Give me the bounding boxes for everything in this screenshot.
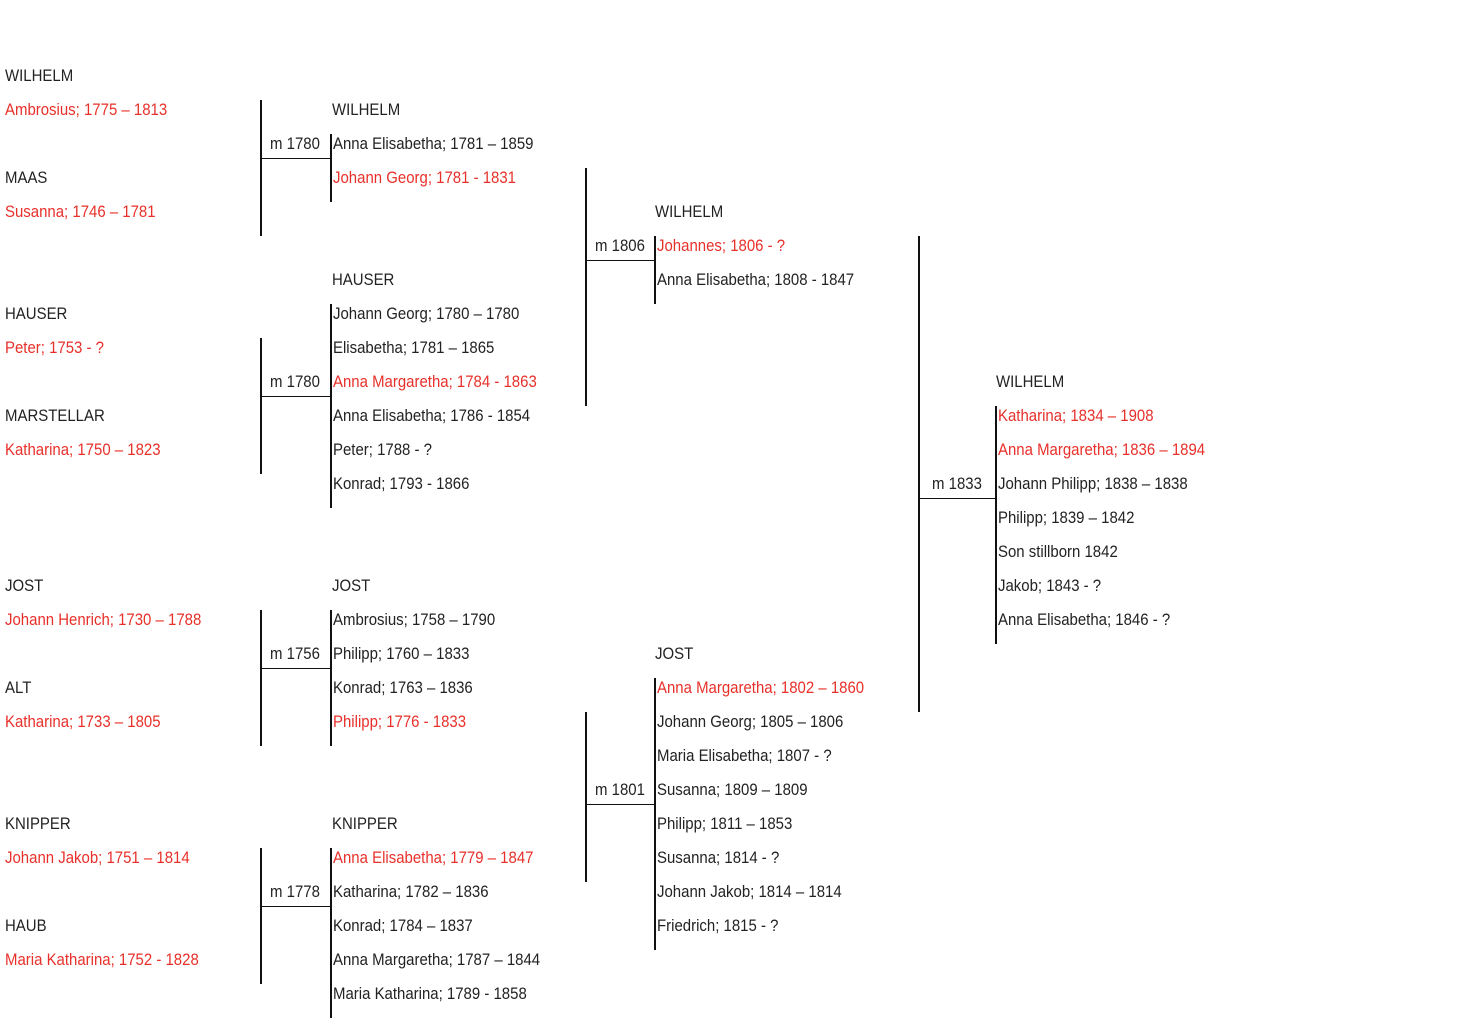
children-line bbox=[654, 236, 656, 304]
marriage-year-label: m 1780 bbox=[270, 134, 320, 153]
child-label: Konrad; 1784 – 1837 bbox=[333, 916, 473, 935]
marriage-connector-line bbox=[260, 396, 332, 397]
child-label: Elisabetha; 1781 – 1865 bbox=[333, 338, 495, 357]
child-label: Anna Margaretha; 1802 – 1860 bbox=[657, 678, 865, 697]
couple-bracket-line bbox=[260, 848, 262, 984]
child-label: Philipp; 1811 – 1853 bbox=[657, 814, 793, 833]
couple-bracket-line bbox=[918, 236, 920, 712]
surname-label: KNIPPER bbox=[5, 814, 71, 833]
child-label: Anna Elisabetha; 1846 - ? bbox=[998, 610, 1171, 629]
couple-bracket-line bbox=[260, 610, 262, 746]
child-label: Anna Elisabetha; 1781 – 1859 bbox=[333, 134, 534, 153]
marriage-connector-line bbox=[260, 906, 332, 907]
person-label: Johann Henrich; 1730 – 1788 bbox=[5, 610, 202, 629]
child-label: Anna Margaretha; 1787 – 1844 bbox=[333, 950, 541, 969]
child-label: Johannes; 1806 - ? bbox=[657, 236, 786, 255]
child-label: Anna Margaretha; 1784 - 1863 bbox=[333, 372, 537, 391]
child-label: Maria Elisabetha; 1807 - ? bbox=[657, 746, 832, 765]
family-surname-label: WILHELM bbox=[996, 372, 1065, 391]
family-surname-label: WILHELM bbox=[332, 100, 401, 119]
child-label: Jakob; 1843 - ? bbox=[998, 576, 1102, 595]
child-label: Susanna; 1814 - ? bbox=[657, 848, 780, 867]
person-label: Katharina; 1733 – 1805 bbox=[5, 712, 161, 731]
family-surname-label: JOST bbox=[655, 644, 694, 663]
child-label: Susanna; 1809 – 1809 bbox=[657, 780, 808, 799]
child-label: Son stillborn 1842 bbox=[998, 542, 1118, 561]
marriage-connector-line bbox=[260, 158, 332, 159]
marriage-year-label: m 1778 bbox=[270, 882, 320, 901]
child-label: Friedrich; 1815 - ? bbox=[657, 916, 779, 935]
person-label: Johann Jakob; 1751 – 1814 bbox=[5, 848, 190, 867]
family-surname-label: WILHELM bbox=[655, 202, 724, 221]
child-label: Philipp; 1760 – 1833 bbox=[333, 644, 470, 663]
child-label: Johann Georg; 1780 – 1780 bbox=[333, 304, 520, 323]
marriage-year-label: m 1780 bbox=[270, 372, 320, 391]
child-label: Ambrosius; 1758 – 1790 bbox=[333, 610, 496, 629]
surname-label: JOST bbox=[5, 576, 44, 595]
person-label: Maria Katharina; 1752 - 1828 bbox=[5, 950, 199, 969]
child-label: Konrad; 1793 - 1866 bbox=[333, 474, 470, 493]
marriage-connector-line bbox=[585, 260, 656, 261]
children-line bbox=[330, 304, 332, 508]
child-label: Johann Georg; 1781 - 1831 bbox=[333, 168, 516, 187]
person-label: Susanna; 1746 – 1781 bbox=[5, 202, 156, 221]
child-label: Katharina; 1834 – 1908 bbox=[998, 406, 1154, 425]
marriage-year-label: m 1756 bbox=[270, 644, 320, 663]
child-label: Johann Philipp; 1838 – 1838 bbox=[998, 474, 1188, 493]
child-label: Katharina; 1782 – 1836 bbox=[333, 882, 489, 901]
surname-label: HAUB bbox=[5, 916, 47, 935]
child-label: Anna Elisabetha; 1808 - 1847 bbox=[657, 270, 855, 289]
surname-label: WILHELM bbox=[5, 66, 74, 85]
child-label: Philipp; 1839 – 1842 bbox=[998, 508, 1135, 527]
child-label: Johann Georg; 1805 – 1806 bbox=[657, 712, 844, 731]
family-surname-label: KNIPPER bbox=[332, 814, 398, 833]
marriage-connector-line bbox=[260, 668, 332, 669]
marriage-connector-line bbox=[918, 498, 997, 499]
surname-label: MARSTELLAR bbox=[5, 406, 105, 425]
child-label: Anna Margaretha; 1836 – 1894 bbox=[998, 440, 1206, 459]
surname-label: HAUSER bbox=[5, 304, 68, 323]
child-label: Peter; 1788 - ? bbox=[333, 440, 432, 459]
person-label: Ambrosius; 1775 – 1813 bbox=[5, 100, 168, 119]
family-surname-label: HAUSER bbox=[332, 270, 395, 289]
marriage-year-label: m 1801 bbox=[595, 780, 645, 799]
children-line bbox=[995, 406, 997, 644]
child-label: Anna Elisabetha; 1779 – 1847 bbox=[333, 848, 534, 867]
couple-bracket-line bbox=[585, 168, 587, 406]
marriage-year-label: m 1833 bbox=[932, 474, 982, 493]
child-label: Maria Katharina; 1789 - 1858 bbox=[333, 984, 527, 1003]
child-label: Konrad; 1763 – 1836 bbox=[333, 678, 473, 697]
family-surname-label: JOST bbox=[332, 576, 371, 595]
child-label: Johann Jakob; 1814 – 1814 bbox=[657, 882, 842, 901]
couple-bracket-line bbox=[585, 712, 587, 882]
children-line bbox=[330, 134, 332, 202]
person-label: Katharina; 1750 – 1823 bbox=[5, 440, 161, 459]
person-label: Peter; 1753 - ? bbox=[5, 338, 104, 357]
children-line bbox=[330, 848, 332, 1018]
marriage-connector-line bbox=[585, 804, 656, 805]
couple-bracket-line bbox=[260, 338, 262, 474]
children-line bbox=[330, 610, 332, 746]
marriage-year-label: m 1806 bbox=[595, 236, 645, 255]
surname-label: ALT bbox=[5, 678, 32, 697]
child-label: Anna Elisabetha; 1786 - 1854 bbox=[333, 406, 531, 425]
couple-bracket-line bbox=[260, 100, 262, 236]
children-line bbox=[654, 678, 656, 950]
child-label: Philipp; 1776 - 1833 bbox=[333, 712, 467, 731]
surname-label: MAAS bbox=[5, 168, 48, 187]
